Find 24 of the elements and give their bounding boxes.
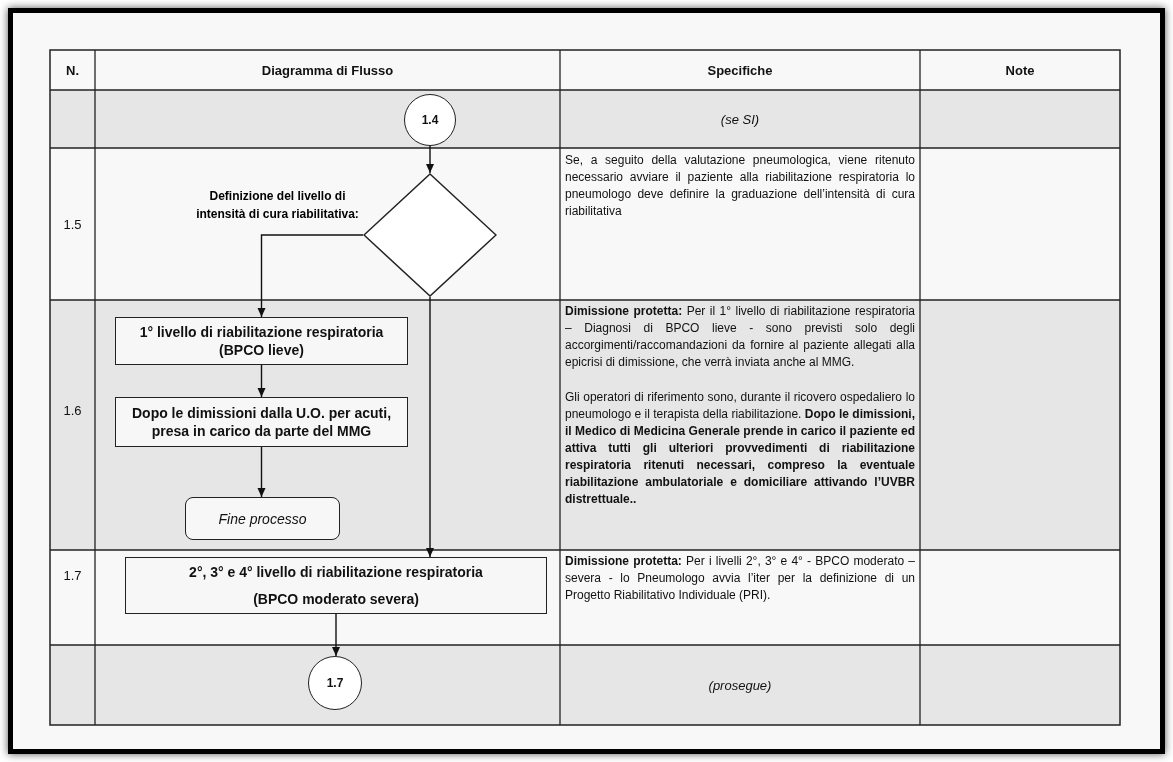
arrow [257,446,266,498]
arrow [332,613,340,657]
continuation-note: (prosegue) [707,676,773,695]
terminal-box: Fine processo [185,497,340,540]
column-header: Specifiche [706,61,774,80]
step-number: 1.5 [62,215,83,234]
arrow [257,364,266,398]
decision-heading: Definizione del livello di intensità di cura riabilitativa: [195,188,360,223]
process-box: 1° livello di riabilitazione respiratoria (BPCO lieve) [115,317,408,365]
process-box: 2°, 3° e 4° livello di riabilitazione respiratoria (BPCO moderato severa) [125,557,547,614]
step-number: 1.6 [62,401,83,420]
step-number: 1.7 [62,566,83,585]
continuation-note: (se SI) [719,110,761,129]
specification-text: Gli operatori di riferimento sono, durante il ricovero ospedaliero lo pneumologo e il terapista della riabilitazione. Dopo le dimissioni, il Medico di Medicina Generale prende in carico il paziente ed attiva tutti gli ulteriori provvedimenti di riabilitazione respiratoria ritenuti necessari, compreso la eventuale riabilitazione ambulatoriale e domiciliare attivando l’UVBR distrettuale.. [565,389,915,508]
column-header: N. [65,61,80,80]
specification-text: Se, a seguito della valutazione pneumologica, viene ritenuto necessario avviare il paziente alla riabilitazione respiratoria lo pneumologo deve definire la graduazione dell’intensità di cura riabilitativa [565,152,915,220]
arrow [257,234,364,318]
arrow [426,296,434,558]
specification-text: Dimissione protetta: Per il 1° livello di riabilitazione respiratoria – Diagnosi di BPCO lieve - sono previsti solo degli accorgimenti/raccomandazioni da fornire al paziente allegati alla epicrisi di dimissione, che verrà inviata anche al MMG. [565,303,915,371]
column-header: Diagramma di Flusso [260,61,395,80]
specification-text: Dimissione protetta: Per i livelli 2°, 3° e 4° - BPCO moderato – severa - lo Pneumologo avvia l’iter per la definizione di un Progetto Riabilitativo Individuale (PRI). [565,553,915,604]
column-header: Note [1004,61,1036,80]
arrow [426,145,434,174]
process-box: Dopo le dimissioni dalla U.O. per acuti, presa in carico da parte del MMG [115,397,408,447]
